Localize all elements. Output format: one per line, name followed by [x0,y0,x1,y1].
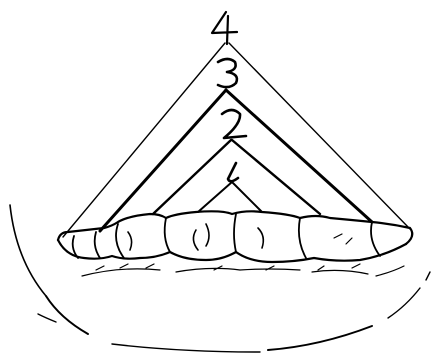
gum-line [82,264,404,276]
label-4-text: 4 [217,16,231,41]
label-1-text: 1 [229,163,243,188]
label-2-text: 2 [224,115,238,140]
label-2: 2 [222,110,246,140]
jaw-outline [10,205,430,352]
label-3: 3 [218,59,237,91]
label-3-text: 3 [220,66,234,91]
label-4: 4 [212,12,237,44]
